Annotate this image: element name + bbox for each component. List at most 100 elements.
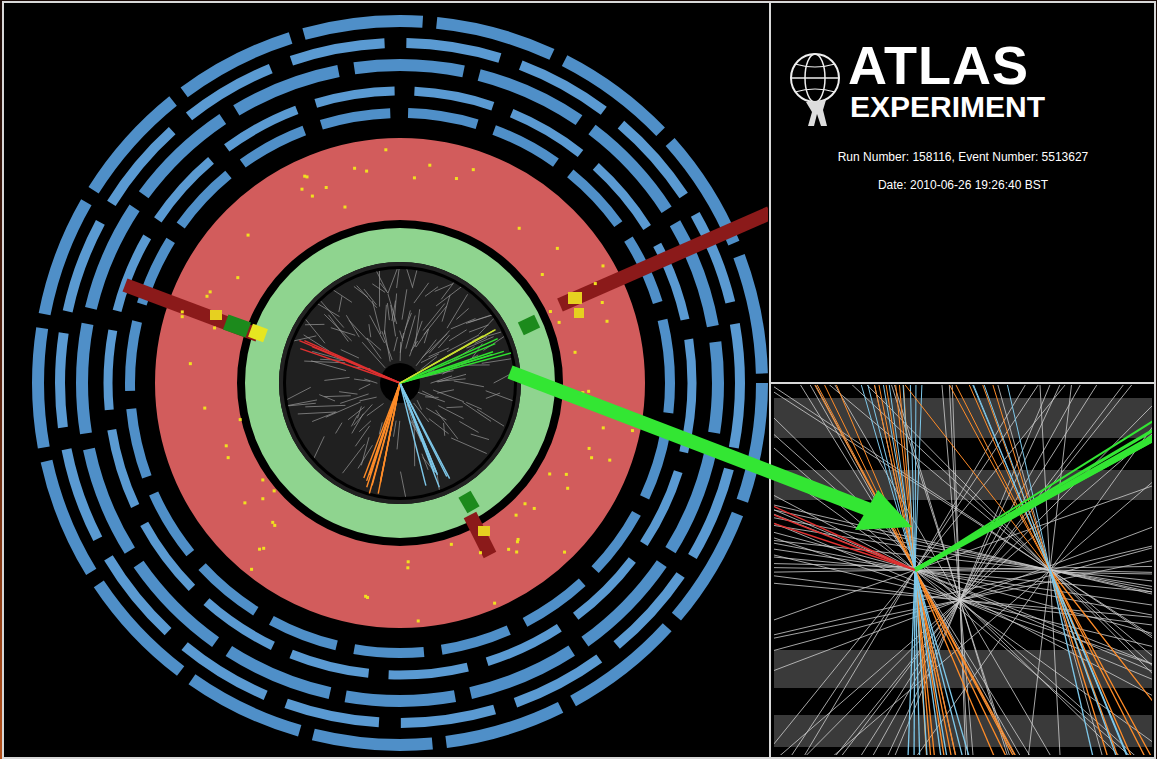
jet-track <box>400 383 437 473</box>
track-hit <box>358 445 373 468</box>
energy-deposit <box>417 619 420 622</box>
inset-jet-track <box>913 570 915 755</box>
inset-track <box>774 560 1152 580</box>
energy-deposit <box>594 282 597 285</box>
energy-deposit <box>479 551 482 554</box>
track-hit <box>320 300 344 328</box>
energy-deposit <box>507 548 510 551</box>
track-hit <box>423 304 445 331</box>
inset-track <box>774 385 1152 755</box>
track-hit <box>431 376 452 383</box>
panel-divider <box>769 2 771 757</box>
track-hit <box>400 472 407 506</box>
inset-green-track <box>915 385 1152 570</box>
energy-deposit <box>631 429 634 432</box>
energy-deposit <box>574 351 577 354</box>
inset-track <box>774 385 1152 755</box>
inset-jet-track <box>896 385 915 570</box>
track-hit <box>466 402 481 409</box>
track-hit <box>324 314 351 341</box>
energy-deposit <box>303 175 306 178</box>
inset-track <box>774 385 1152 755</box>
inset-track <box>774 385 1152 755</box>
energy-deposit <box>524 502 527 505</box>
inset-track <box>774 385 1152 755</box>
jet-track <box>367 383 400 487</box>
energy-deposit <box>533 507 536 510</box>
track-hit <box>435 284 453 292</box>
energy-deposit <box>566 487 569 490</box>
inset-track <box>774 385 1152 755</box>
energy-deposit <box>413 176 416 179</box>
track-hit <box>298 412 337 414</box>
track-hit <box>454 381 484 387</box>
track-hit <box>367 404 384 416</box>
track-hit <box>319 395 335 401</box>
track-hit <box>384 305 386 335</box>
energy-deposit <box>568 292 582 304</box>
inset-green-track <box>915 385 1152 570</box>
inner-detector <box>286 269 514 497</box>
energy-deposit <box>549 310 552 313</box>
track-hit <box>486 391 522 404</box>
energy-deposit <box>325 186 328 189</box>
jet-track <box>400 344 495 383</box>
em-cluster <box>518 315 540 335</box>
inset-jet-track <box>915 570 1105 755</box>
inset-jet-track <box>915 385 926 570</box>
track-hit <box>400 333 403 353</box>
inset-track <box>774 385 1152 755</box>
track-hit <box>410 321 423 356</box>
energy-deposit <box>203 407 206 410</box>
detector <box>38 21 768 745</box>
inset-jet-track <box>915 385 917 570</box>
energy-deposit <box>601 264 604 267</box>
track-hit <box>397 261 401 288</box>
track-hit <box>429 419 449 434</box>
inset-track <box>774 385 1152 755</box>
energy-deposit <box>250 568 253 571</box>
energy-deposit <box>478 526 490 536</box>
energy-deposit <box>588 447 591 450</box>
energy-deposit <box>311 195 314 198</box>
track-hit <box>362 342 385 368</box>
track-hit <box>388 257 402 293</box>
energy-deposit <box>273 524 276 527</box>
track-hit <box>331 328 355 336</box>
track-hit <box>342 444 364 473</box>
energy-deposit <box>450 543 453 546</box>
inset-track <box>778 385 1142 755</box>
zoom-arrow <box>510 372 870 510</box>
inset-jet-track <box>1050 570 1140 755</box>
em-cluster <box>223 314 251 337</box>
energy-deposit <box>590 456 593 459</box>
track-hit <box>276 403 316 407</box>
inset-jet-track <box>934 385 1050 570</box>
energy-deposit <box>515 514 518 517</box>
track-hit <box>349 320 367 339</box>
track-hit <box>312 412 335 421</box>
inset-jet-track <box>915 570 1014 755</box>
inner-tracks <box>276 256 521 505</box>
inset-green-track <box>915 385 1152 570</box>
energy-deposit <box>209 290 212 293</box>
inset-track <box>774 385 1152 755</box>
energy-deposit <box>455 177 458 180</box>
inset-jet-track <box>1050 570 1152 755</box>
zoom-arrowhead <box>855 490 912 530</box>
inset-jet-track <box>962 385 1050 570</box>
track-hit <box>324 377 349 380</box>
track-hit <box>387 303 389 320</box>
track-hit <box>429 348 449 357</box>
track-hit <box>413 256 421 287</box>
track-hit <box>391 305 396 336</box>
track-hit <box>449 330 467 341</box>
inset-track <box>774 385 1152 755</box>
jet-track <box>312 347 400 383</box>
jet-track <box>400 383 426 486</box>
energy-deposit <box>558 321 561 324</box>
track-hit <box>357 406 361 418</box>
track-hit <box>308 436 324 470</box>
energy-deposit <box>606 320 609 323</box>
track-hit <box>394 337 398 351</box>
